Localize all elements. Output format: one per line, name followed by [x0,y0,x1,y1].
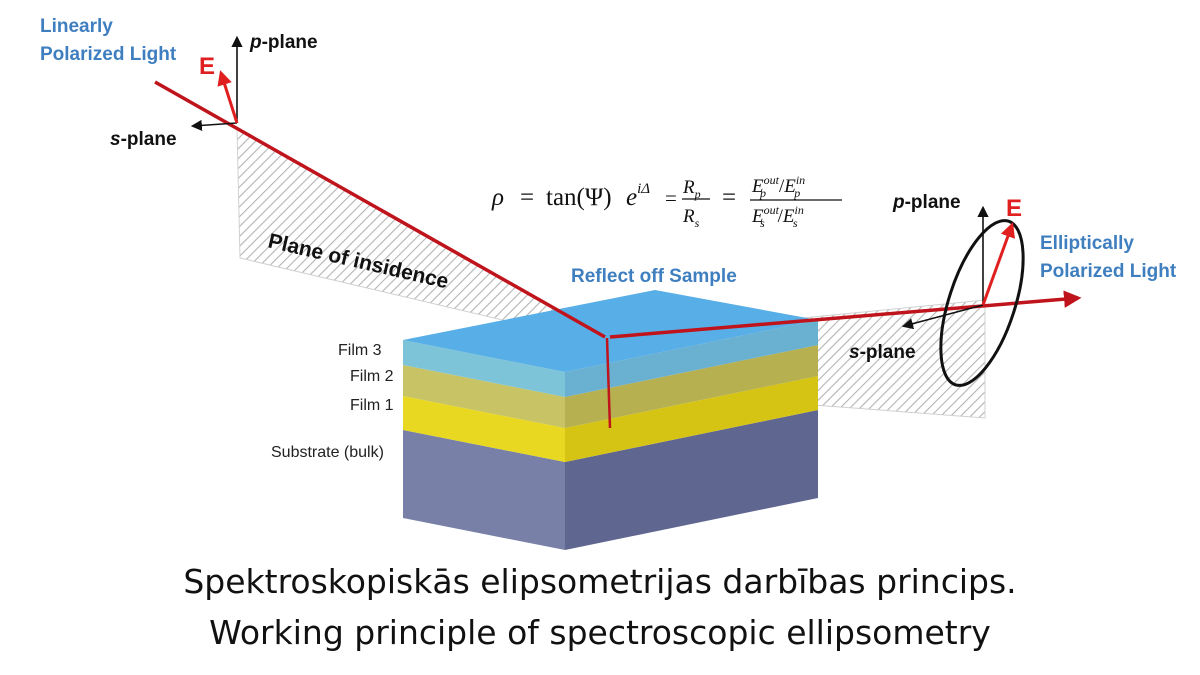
elliptic-light-label-1: Elliptically [1040,233,1134,254]
e-label-out: E [1006,195,1022,222]
s-plane-label-out: s-plane [849,342,916,363]
formula-rp: Rp [682,177,701,201]
film1-label: Film 1 [350,397,394,414]
e-vector-out [981,222,1015,306]
film2-label: Film 2 [350,368,394,385]
p-plane-label-out: p-plane [892,192,961,213]
film1-front [403,396,565,462]
formula-rho: ρ [491,184,504,211]
e-vector-in [217,70,239,124]
reflect-label: Reflect off Sample [571,266,737,287]
formula-eq1: = [520,184,534,211]
sample-stack [403,290,818,550]
substrate-right [565,410,818,550]
formula-exp: eiΔ [626,181,650,211]
substrate-front [403,430,565,550]
elliptic-light-label-2: Polarized Light [1040,261,1177,282]
formula-eq3: = [722,184,736,211]
s-plane-axis-out [901,304,984,330]
film3-front [403,340,565,397]
reflected-beam [609,290,1082,339]
substrate-label: Substrate (bulk) [271,444,384,461]
film2-front [403,365,565,428]
formula-rs: Rs [682,206,700,230]
p-plane-label-in: p-plane [249,32,318,53]
formula-tan: tan(Ψ) [546,184,612,211]
film2-right [565,345,818,428]
s-plane-label-in: s-plane [110,129,177,150]
film1-right [565,376,818,462]
sample-top [403,290,818,372]
linear-light-label-2: Polarized Light [40,44,177,65]
caption-latvian: Spektroskopiskās elipsometrijas darbības… [183,562,1017,601]
film3-right [565,320,818,397]
caption-english: Working principle of spectroscopic ellip… [209,613,991,652]
e-label-in: E [199,53,215,80]
s-plane-axis-in [190,119,238,131]
refracted-ray [605,337,612,429]
incident-beam [154,80,606,339]
formula-eq2: = [665,186,677,210]
film3-label: Film 3 [338,342,382,359]
polarization-ellipse [939,219,1025,387]
linear-light-label-1: Linearly [40,16,113,37]
